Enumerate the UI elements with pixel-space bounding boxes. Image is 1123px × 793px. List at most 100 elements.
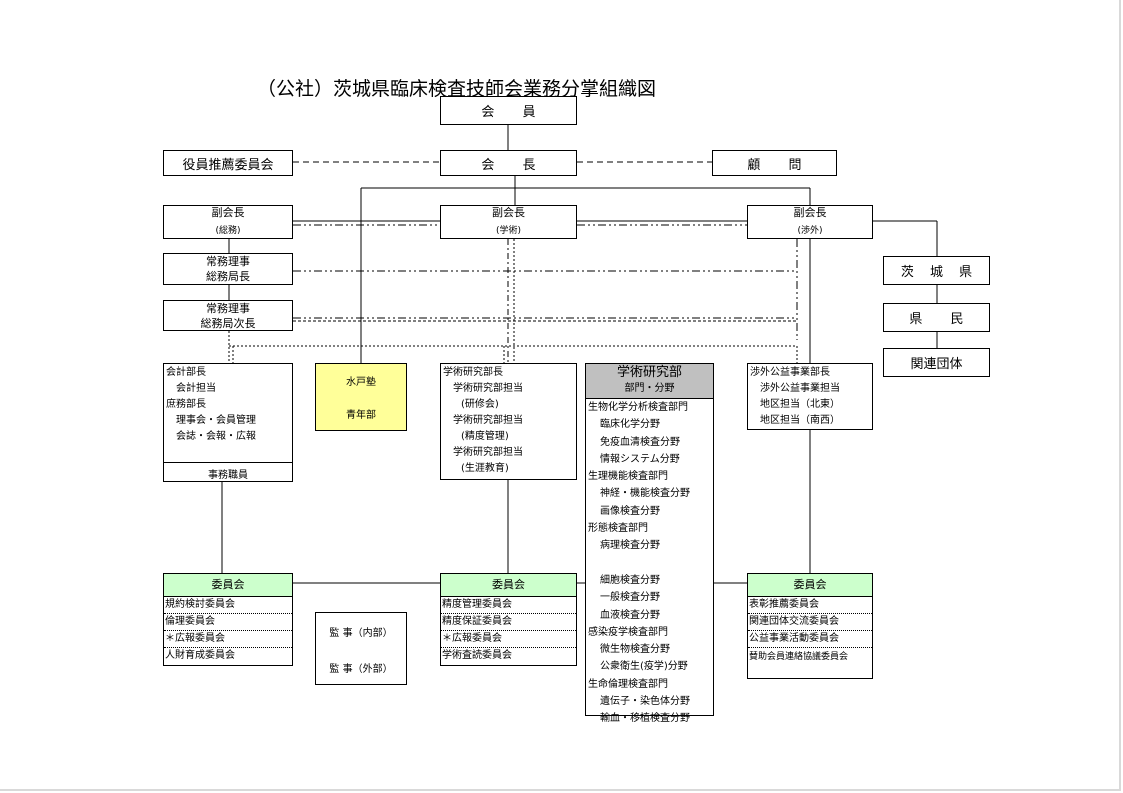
field-item: 遺伝子・染色体分野	[600, 696, 690, 708]
related-organizations-box: 関連団体	[883, 348, 990, 377]
academic-lifelong-education: (生涯教育)	[461, 463, 509, 474]
committee-item: 精度管理委員会	[441, 597, 576, 614]
field-item: 血液検査分野	[600, 609, 660, 621]
district-northeast: 地区担当（北東）	[760, 399, 840, 410]
general-affairs-box: 会計部長 会計担当 庶務部長 理事会・会員管理 会誌・会報・広報 事務職員	[163, 363, 293, 482]
committee-academic-box: 委員会 精度管理委員会 精度保証委員会 ＊広報委員会 学術査読委員会	[440, 573, 577, 666]
president-label: 会 長	[481, 157, 548, 173]
vice-president-general-box: 副会長 (総務)	[163, 205, 293, 239]
committee-external-header: 委員会	[748, 574, 872, 597]
committee-item: 規約検討委員会	[164, 597, 292, 614]
vp-external-sub: (渉外)	[797, 226, 823, 236]
field-item: 公衆衛生(疫学)分野	[600, 661, 688, 673]
academic-research-staff-2: 学術研究部担当	[453, 415, 523, 426]
external-affairs-head: 渉外公益事業部長	[750, 367, 830, 378]
executive-director-deputy-box: 常務理事 総務局次長	[163, 300, 293, 331]
citizens-box: 県 民	[883, 303, 990, 332]
accounting-head: 会計部長	[166, 367, 206, 378]
district-southwest: 地区担当（南西）	[760, 415, 840, 426]
exec-director-2-title: 常務理事	[206, 301, 250, 315]
related-organizations-label: 関連団体	[910, 357, 963, 372]
academic-department-box: 学術研究部 部門・分野 生物化学分析検査部門臨床化学分野免疫血清検査分野情報シス…	[585, 363, 714, 724]
citizens-label: 県 民	[909, 312, 976, 327]
auditors-box: 監 事（内部） 監 事（外部）	[315, 612, 407, 685]
committee-item: 精度保証委員会	[441, 614, 576, 631]
external-affairs-staff: 渉外公益事業担当	[760, 383, 840, 394]
auditor-external: 監 事（外部）	[329, 663, 393, 675]
academic-department-title: 学術研究部	[616, 365, 682, 380]
academic-department-list: 生物化学分析検査部門臨床化学分野免疫血清検査分野情報システム分野生理機能検査部門…	[586, 399, 713, 728]
committee-item: 人財育成委員会	[165, 650, 235, 661]
field-item	[588, 555, 711, 572]
academic-research-staff-3: 学術研究部担当	[453, 447, 523, 458]
academic-department-header: 学術研究部 部門・分野	[586, 364, 713, 399]
academic-seminar: (研修会)	[461, 399, 499, 410]
department-item: 生物化学分析検査部門	[588, 402, 688, 413]
youth-box: 水戸塾 青年部	[315, 363, 407, 431]
field-item: 微生物検査分野	[600, 644, 670, 656]
officer-nomination-label: 役員推薦委員会	[182, 157, 274, 173]
mito-juku-label: 水戸塾	[346, 377, 376, 388]
field-item: 病理検査分野	[600, 540, 660, 552]
auditor-internal: 監 事（内部）	[329, 627, 393, 639]
external-affairs-box: 渉外公益事業部長 渉外公益事業担当 地区担当（北東） 地区担当（南西）	[747, 363, 873, 430]
committee-academic-header: 委員会	[441, 574, 576, 597]
field-item: 免疫血清検査分野	[600, 436, 680, 448]
board-member-management: 理事会・会員管理	[176, 415, 256, 426]
president-box: 会 長	[440, 150, 577, 176]
vp-general-title: 副会長	[211, 206, 245, 219]
ibaraki-prefecture-label: 茨 城 県	[900, 265, 979, 280]
committee-general-box: 委員会 規約検討委員会 倫理委員会 ＊広報委員会 人財育成委員会	[163, 573, 293, 666]
department-item: 形態検査部門	[588, 523, 648, 535]
accounting-staff: 会計担当	[176, 383, 216, 394]
journal-newsletter-pr: 会誌・会報・広報	[176, 431, 256, 442]
committee-item: 関連団体交流委員会	[748, 614, 872, 631]
exec-director-2-sub: 総務局次長	[200, 316, 256, 330]
ibaraki-prefecture-box: 茨 城 県	[883, 256, 990, 285]
committee-item: 学術査読委員会	[442, 650, 512, 661]
vp-academic-sub: (学術)	[495, 226, 522, 236]
officer-nomination-committee-box: 役員推薦委員会	[163, 150, 293, 176]
vice-president-academic-box: 副会長 (学術)	[440, 205, 577, 239]
vice-president-external-box: 副会長 (渉外)	[747, 205, 873, 239]
academic-research-staff-1: 学術研究部担当	[453, 383, 523, 394]
field-item: 画像検査分野	[600, 505, 660, 517]
committee-item: 賛助会員連絡協議委員会	[749, 652, 849, 662]
advisor-box: 顧 問	[712, 150, 837, 176]
academic-research-head: 学術研究部長	[443, 367, 503, 378]
youth-division-label: 青年部	[346, 410, 376, 421]
field-item: 臨床化学分野	[600, 419, 660, 431]
vp-academic-title: 副会長	[492, 206, 525, 219]
exec-director-1-title: 常務理事	[206, 255, 250, 268]
committee-general-header: 委員会	[164, 574, 292, 597]
field-item: 輸血・移植検査分野	[600, 713, 690, 725]
academic-department-subtitle: 部門・分野	[624, 383, 675, 394]
chart-title: （公社）茨城県臨床検査技師会業務分掌組織図	[257, 78, 657, 100]
advisor-label: 顧 問	[747, 157, 814, 173]
exec-director-1-sub: 総務局長	[206, 270, 250, 283]
committee-item: ＊広報委員会	[441, 631, 576, 648]
committee-external-box: 委員会 表彰推薦委員会 関連団体交流委員会 公益事業活動委員会 賛助会員連絡協議…	[747, 573, 873, 679]
field-item: 細胞検査分野	[600, 574, 660, 586]
department-item: 生理機能検査部門	[588, 471, 668, 483]
field-item: 情報システム分野	[600, 453, 680, 465]
field-item: 神経・機能検査分野	[600, 488, 690, 500]
office-staff: 事務職員	[164, 462, 292, 483]
vp-general-sub: (総務)	[215, 226, 241, 236]
department-item: 感染疫学検査部門	[588, 626, 668, 638]
committee-item: 倫理委員会	[164, 614, 292, 631]
executive-director-general-box: 常務理事 総務局長	[163, 253, 293, 285]
members-label: 会 員	[481, 105, 548, 120]
general-affairs-head: 庶務部長	[166, 399, 206, 410]
department-item: 生命倫理検査部門	[588, 678, 668, 690]
field-item: 一般検査分野	[600, 592, 660, 604]
committee-item: 表彰推薦委員会	[748, 597, 872, 614]
committee-item: ＊広報委員会	[164, 631, 292, 648]
committee-item: 公益事業活動委員会	[748, 631, 872, 648]
academic-research-box: 学術研究部長 学術研究部担当 (研修会) 学術研究部担当 (精度管理) 学術研究…	[440, 363, 577, 480]
academic-qc: (精度管理)	[461, 431, 509, 442]
vp-external-title: 副会長	[793, 206, 827, 219]
members-box: 会 員	[440, 96, 577, 125]
